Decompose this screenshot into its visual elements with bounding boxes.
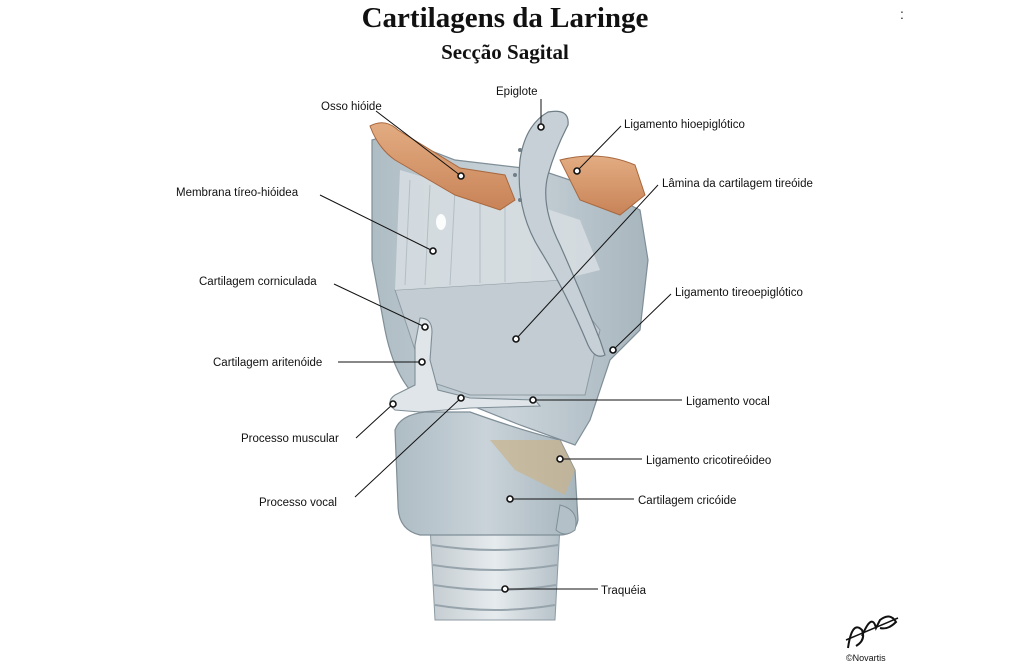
label-cartilagem-cricoide: Cartilagem cricóide	[506, 495, 736, 507]
cricoid-edge-shape	[555, 504, 577, 535]
label-processo-vocal: Processo vocal	[259, 394, 465, 509]
label-text: Cartilagem aritenóide	[213, 357, 322, 369]
label-text: Epiglote	[496, 86, 538, 98]
cricoid-shape	[394, 411, 579, 536]
label-text: Lâmina da cartilagem tireóide	[662, 178, 813, 190]
hyoid-shape	[369, 122, 646, 216]
label-text: Membrana tíreo-hióidea	[176, 187, 299, 199]
label-ligamento-tireoepiglotico: Ligamento tireoepiglótico	[609, 287, 803, 354]
label-membrana-tireo-hioidea: Membrana tíreo-hióidea	[176, 187, 437, 255]
label-lamina-cartilagem-tireoide: Lâmina da cartilagem tireóide	[512, 178, 813, 343]
label-cartilagem-corniculada: Cartilagem corniculada	[199, 276, 429, 331]
label-epiglote: Epiglote	[496, 86, 545, 131]
arytenoid-shape	[389, 317, 542, 413]
stray-mark: :	[900, 6, 904, 22]
label-processo-muscular: Processo muscular	[241, 400, 397, 445]
label-text: Osso hióide	[321, 101, 382, 113]
label-ligamento-vocal: Ligamento vocal	[529, 396, 770, 408]
label-ligamento-hioepiglotico: Ligamento hioepiglótico	[573, 119, 745, 175]
label-cartilagem-aritenoide: Cartilagem aritenóide	[213, 357, 426, 369]
label-text: Processo muscular	[241, 433, 339, 445]
label-ligamento-cricotireoideo: Ligamento cricotireóideo	[556, 455, 771, 467]
label-text: Cartilagem cricóide	[638, 495, 736, 507]
copyright-credit: ©Novartis	[846, 653, 886, 663]
epiglottis-shape	[513, 110, 606, 357]
label-text: Processo vocal	[259, 497, 337, 509]
label-text: Ligamento hioepiglótico	[624, 119, 745, 131]
label-text: Traquéia	[601, 585, 647, 597]
label-text: Ligamento vocal	[686, 396, 770, 408]
artist-signature	[845, 615, 899, 649]
page-subtitle: Secção Sagital	[441, 40, 569, 64]
label-text: Ligamento tireoepiglótico	[675, 287, 803, 299]
label-text: Ligamento cricotireóideo	[646, 455, 771, 467]
trachea-shape	[429, 524, 561, 621]
label-text: Cartilagem corniculada	[199, 276, 317, 288]
page-title: Cartilagens da Laringe	[361, 2, 649, 34]
label-osso-hioide: Osso hióide	[321, 101, 465, 180]
label-traqueia: Traquéia	[501, 585, 647, 597]
